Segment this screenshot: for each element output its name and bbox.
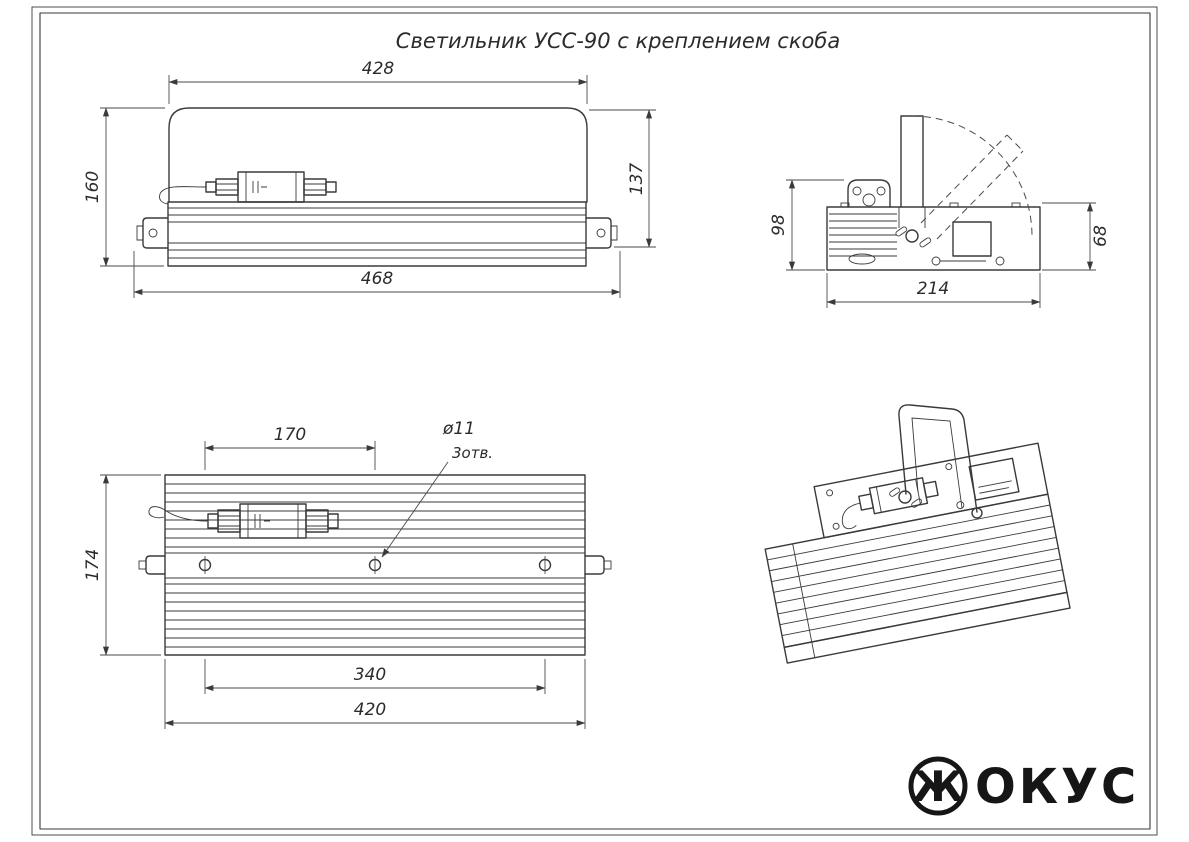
iso-heatsink [764,493,1068,649]
drawing-title: Светильник УСС-90 с креплением скоба [396,29,840,53]
iso-label-plate [968,457,1020,501]
bottom-height-left-dim: 174 [83,549,103,581]
side-rotation-arc [911,115,1033,237]
side-dimensions: 98 68 214 [769,179,1111,308]
front-dimensions: 428 160 137 468 [83,59,656,298]
bottom-mount-band [164,552,586,579]
front-height-left-dim: 160 [83,171,103,203]
bottom-cable-gland [148,503,339,539]
bottom-cable-wire [148,506,209,522]
bottom-hole-dia-label: ø11 [442,419,475,439]
front-width-bottom-dim: 468 [361,269,394,289]
front-bracket-outline [168,107,588,203]
side-view: 98 68 214 [769,115,1111,308]
side-screw-right [995,256,1005,266]
bottom-width-bottom-dim: 420 [354,700,386,720]
front-body-fins [168,207,586,259]
side-height-left-dim: 98 [769,214,789,236]
bottom-hole-count-label: 3отв. [452,444,493,462]
side-mount-clamp [847,179,891,208]
logo-symbol: Ж [912,762,963,811]
side-width-bottom-dim: 214 [917,279,949,299]
bottom-body [164,474,586,656]
side-rotated-position [911,115,1033,240]
frame-inner [39,12,1151,830]
front-left-clip [136,217,169,249]
bottom-hole-pitch-dim: 170 [274,425,306,445]
bottom-hole-leader [381,461,449,558]
logo-circle [908,756,968,816]
front-height-right-dim: 137 [627,163,647,196]
side-oval-sticker [848,253,876,265]
side-label-plate [952,221,992,257]
iso-view [764,404,1071,664]
bottom-view: 170 ø11 3отв. 174 340 420 [83,419,612,729]
side-screw-left [931,256,941,266]
frame-outer [31,6,1158,836]
bottom-right-tab [584,555,612,575]
side-top-bumps [840,202,1021,208]
front-cable-wire [159,186,207,205]
side-body [826,206,1041,271]
front-cable-gland [159,171,337,205]
bottom-width-mid-dim: 340 [354,665,386,685]
bottom-left-tab [138,555,166,575]
iso-heatsink-fins [767,504,1065,636]
brand-logo: Ж ОКУС [908,756,1139,816]
iso-cable-wire [841,502,861,530]
side-height-right-dim: 68 [1091,225,1111,247]
side-bracket-arm [895,115,932,248]
front-width-top-dim: 428 [362,59,395,79]
drawing-frame [31,6,1158,836]
front-right-clip [585,217,618,249]
logo-wordmark: ОКУС [975,759,1139,815]
iso-endcap-edge [792,543,816,658]
front-view: 428 160 137 468 [83,59,656,298]
front-body [167,201,587,267]
side-body-fins [829,213,897,257]
bottom-fins-top [165,483,585,548]
iso-bracket-strap [889,404,983,519]
bottom-dimensions: 170 ø11 3отв. 174 340 420 [83,419,586,729]
iso-cable-gland [841,477,939,530]
iso-bottom-band [783,591,1071,664]
iso-body-group [764,442,1071,664]
bottom-fins-bottom [165,583,585,648]
